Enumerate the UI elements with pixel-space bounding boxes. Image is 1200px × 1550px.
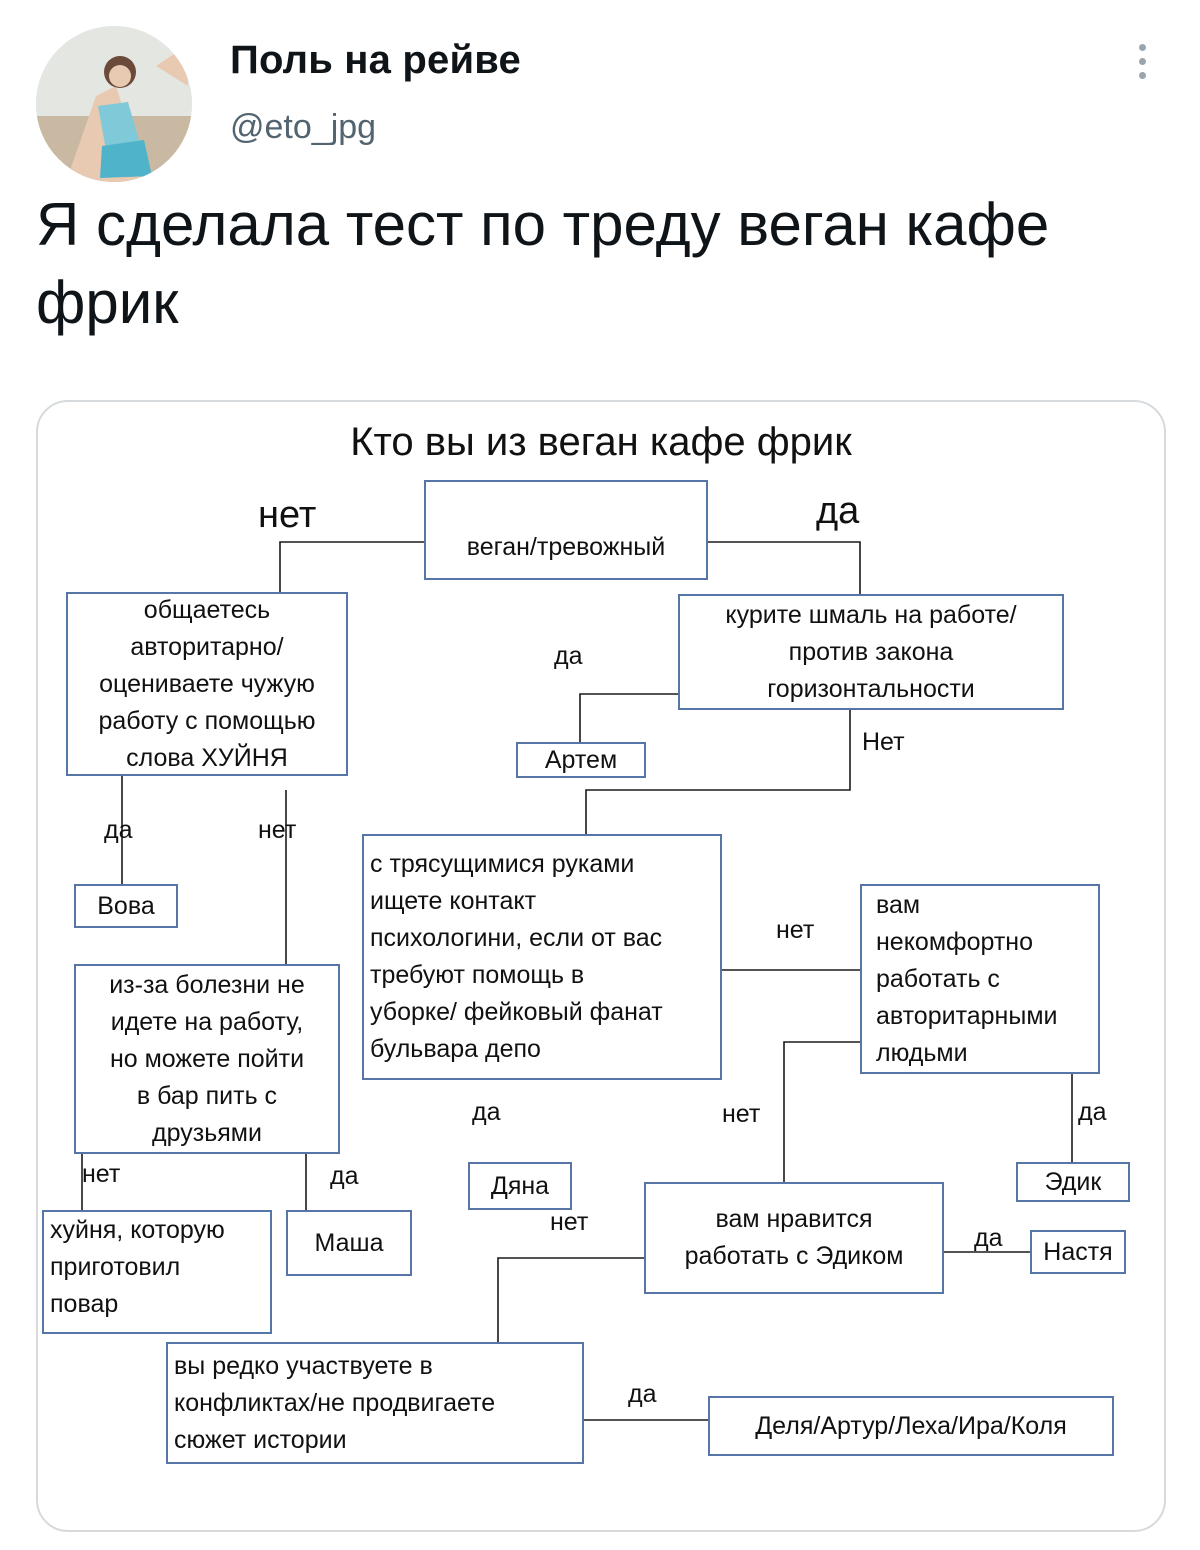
flowchart-title: Кто вы из веган кафе фрик	[350, 420, 852, 464]
result-artem: Артем	[516, 742, 646, 778]
label-authoritarian-no: нет	[258, 816, 297, 844]
flowchart-connectors	[81, 541, 1073, 1462]
tweet-media-image[interactable]: Кто вы из веган кафе фрик веган/тревожны…	[36, 400, 1166, 1532]
label-authoritarian-yes: да	[104, 816, 133, 844]
node-weed-at-work: курите шмаль на работе/ против закона го…	[678, 594, 1064, 710]
label-conflicts-yes: да	[628, 1380, 657, 1408]
label-uncomfortable-no: нет	[722, 1100, 761, 1128]
label-top-yes: да	[816, 490, 860, 532]
vertical-ellipsis-icon	[1138, 71, 1146, 79]
result-dyana: Дяна	[468, 1162, 572, 1210]
label-sick-no: нет	[82, 1160, 121, 1188]
node-like-edik: вам нравится работать с Эдиком	[644, 1182, 944, 1294]
node-shaking-hands: с трясущимися руками ищете контакт психо…	[362, 834, 722, 1080]
label-like-edik-no: нет	[550, 1208, 589, 1236]
node-authoritarian: общаетесь авторитарно/ оцениваете чужую …	[66, 592, 348, 776]
more-options-button[interactable]	[1122, 36, 1162, 86]
label-shaking-yes: да	[472, 1098, 501, 1126]
label-weed-yes: да	[554, 642, 583, 670]
tweet-text: Я сделала тест по треду веган кафе фрик	[36, 191, 1050, 336]
label-like-edik-yes: да	[974, 1224, 1003, 1252]
node-vegan-anxious: веган/тревожный	[424, 480, 708, 580]
result-vova: Вова	[74, 884, 178, 928]
result-masha: Маша	[286, 1210, 412, 1276]
label-sick-yes: да	[330, 1162, 359, 1190]
label-weed-no: Нет	[862, 728, 905, 756]
result-nastya: Настя	[1030, 1230, 1126, 1274]
author-avatar[interactable]	[36, 26, 192, 182]
label-uncomfortable-yes: да	[1078, 1098, 1107, 1126]
result-group: Деля/Артур/Леха/Ира/Коля	[708, 1396, 1114, 1456]
node-sick-but-bar: из-за болезни не идете на работу, но мож…	[74, 964, 340, 1154]
vertical-ellipsis-icon	[1138, 43, 1146, 51]
avatar-photo-icon	[36, 26, 192, 182]
author-handle[interactable]: @eto_jpg	[230, 108, 377, 146]
result-edik: Эдик	[1016, 1162, 1130, 1202]
node-uncomfortable: вам некомфортно работать с авторитарными…	[860, 884, 1100, 1074]
node-rare-conflicts: вы редко участвуете в конфликтах/не прод…	[166, 1342, 584, 1464]
result-cook: хуйня, которую приготовил повар	[42, 1210, 272, 1334]
author-display-name[interactable]: Поль на рейве	[230, 38, 521, 82]
vertical-ellipsis-icon	[1138, 57, 1146, 65]
label-shaking-no: нет	[776, 916, 815, 944]
label-top-no: нет	[258, 494, 317, 536]
